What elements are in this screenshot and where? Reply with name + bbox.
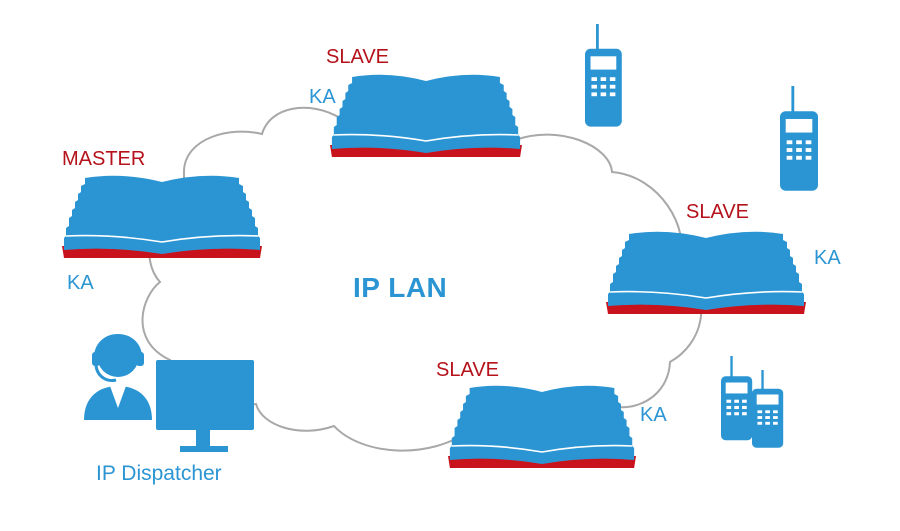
slave-top-ka-label: KA xyxy=(309,86,336,108)
dispatcher-monitor-icon xyxy=(156,360,254,452)
network-label: IP LAN xyxy=(353,272,448,303)
slave-top-label: SLAVE xyxy=(326,46,389,68)
dispatcher-label: IP Dispatcher xyxy=(96,462,222,485)
slave-repeater-bottom-icon xyxy=(447,384,637,469)
master-label: MASTER xyxy=(62,148,146,170)
slave-right-label: SLAVE xyxy=(686,201,749,223)
portable-radio-icon xyxy=(780,86,818,191)
slave-repeater-right-icon xyxy=(605,230,807,315)
portable-radio-icon xyxy=(721,356,753,441)
slave-right-ka-label: KA xyxy=(814,247,841,269)
slave-repeater-top-icon xyxy=(329,73,523,158)
dispatcher-operator-icon xyxy=(84,334,152,420)
portable-radio-icon xyxy=(585,24,622,127)
master-repeater-icon xyxy=(61,174,263,259)
slave-bottom-ka-label: KA xyxy=(640,404,667,426)
slave-bottom-label: SLAVE xyxy=(436,359,499,381)
master-ka-label: KA xyxy=(67,272,94,294)
portable-radio-icon xyxy=(752,370,784,448)
